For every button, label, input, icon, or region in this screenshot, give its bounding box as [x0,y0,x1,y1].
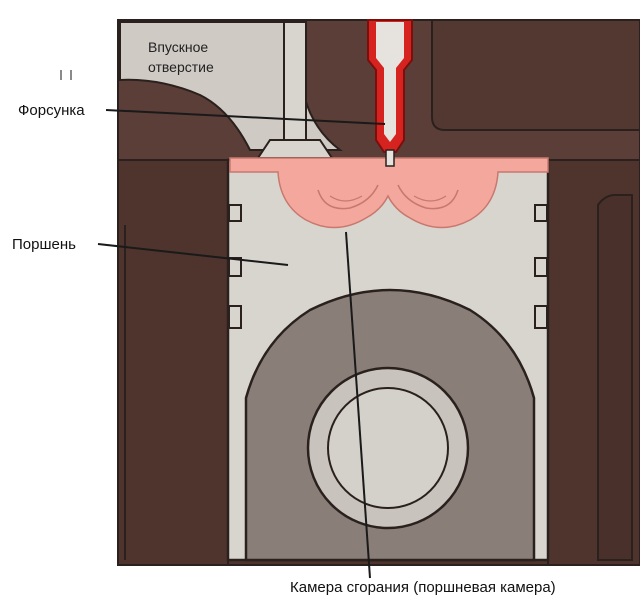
cylinder-wall-left [117,159,229,566]
ring-groove [228,305,242,329]
chamber-swirl-right-inner [413,195,447,202]
piston-pin-inner [327,387,449,509]
ring-groove [534,305,548,329]
ring-groove [534,204,548,222]
chamber-swirl-right [397,184,459,210]
intake-port-label: Впускное отверстие [148,37,214,77]
wall-right-inner-line [597,194,633,561]
injector-core [376,22,404,142]
intake-port-label-line1: Впускное [148,39,209,55]
leader-line-chamber [345,231,371,579]
combustion-chamber-label: Камера сгорания (поршневая камера) [290,579,556,596]
ring-groove [228,257,242,277]
injector-nozzle [385,149,395,167]
intake-valve-stem [283,21,307,141]
intake-valve-head [256,139,334,159]
leader-line-injector [105,109,386,125]
chamber-swirl-left-inner [329,195,363,202]
combustion-chamber [229,157,549,229]
edge-mark [60,70,62,80]
ring-groove [228,204,242,222]
injector-label: Форсунка [18,102,85,119]
chamber-swirl-left [317,184,379,210]
head-recess [431,19,640,131]
piston-label: Поршень [12,236,76,253]
intake-port-label-line2: отверстие [148,59,214,75]
edge-mark [70,70,72,80]
ring-groove [534,257,548,277]
leader-line-piston [97,243,289,266]
